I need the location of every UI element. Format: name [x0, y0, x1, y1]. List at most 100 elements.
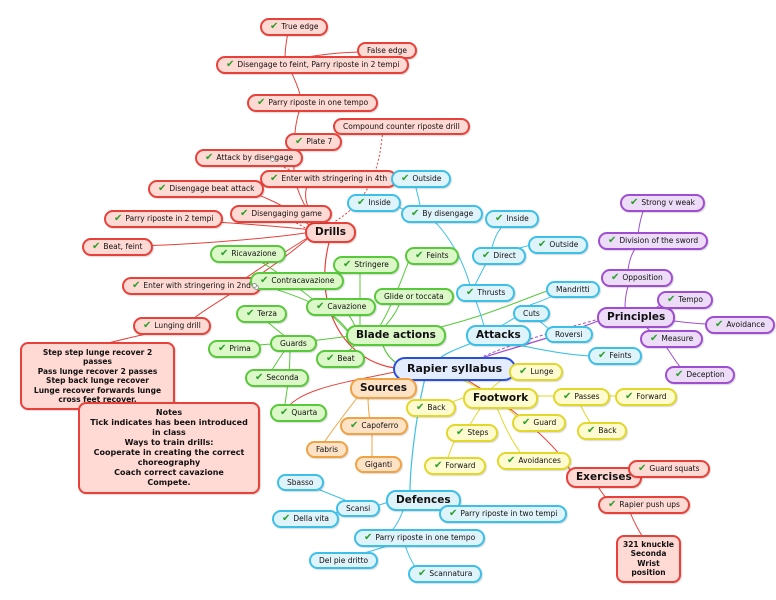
drill-lunging[interactable]: ✔Lunging drill [133, 317, 211, 335]
attack-roversi[interactable]: Roversi [545, 326, 593, 344]
check-icon: ✔ [260, 275, 269, 286]
principle-strong-weak[interactable]: ✔Strong v weak [620, 194, 706, 212]
blade-glide[interactable]: Glide or toccata [374, 288, 454, 306]
attack-inside[interactable]: ✔Inside [485, 210, 539, 228]
check-icon: ✔ [650, 333, 659, 344]
footwork-passes[interactable]: ✔Passes [553, 388, 610, 406]
drill-attack-disengage[interactable]: ✔Attack by disengage [195, 149, 304, 167]
check-icon: ✔ [608, 499, 617, 510]
principle-deception[interactable]: ✔Deception [665, 366, 735, 384]
drills-node[interactable]: Drills [305, 222, 356, 244]
attack-thrusts[interactable]: ✔Thrusts [456, 284, 516, 302]
drill-disengage-beat[interactable]: ✔Disengage beat attack [148, 180, 265, 198]
principle-division[interactable]: ✔Division of the sword [598, 232, 709, 250]
check-icon: ✔ [270, 173, 279, 184]
drill-stringering-2nd[interactable]: ✔Enter with stringering in 2nd [122, 277, 261, 295]
defence-parry-one[interactable]: ✔Parry riposte in one tempo [354, 529, 486, 547]
check-icon: ✔ [411, 208, 420, 219]
check-icon: ✔ [220, 248, 229, 259]
guards-node[interactable]: Guards [270, 335, 317, 353]
drill-stringering-4th[interactable]: ✔Enter with stringering in 4th [260, 170, 398, 188]
footwork-steps[interactable]: ✔Steps [446, 424, 499, 442]
guard-terza[interactable]: ✔Terza [236, 305, 287, 323]
drill-disengaging-game[interactable]: ✔Disengaging game [230, 205, 332, 223]
check-icon: ✔ [538, 239, 547, 250]
check-icon: ✔ [295, 136, 304, 147]
check-icon: ✔ [350, 420, 359, 431]
drill-parry-riposte-2[interactable]: ✔Parry riposte in 2 tempi [104, 210, 224, 228]
drill-true-edge[interactable]: ✔True edge [260, 18, 329, 36]
blade-ricavazione[interactable]: ✔Ricavazione [210, 245, 287, 263]
drill-beat-feint[interactable]: ✔Beat, feint [82, 238, 153, 256]
footwork-forward-right[interactable]: ✔Forward [615, 388, 677, 406]
check-icon: ✔ [495, 213, 504, 224]
footwork-guard[interactable]: ✔Guard [512, 414, 567, 432]
blade-cavazione[interactable]: ✔Cavazione [306, 298, 377, 316]
guard-prima[interactable]: ✔Prima [208, 340, 261, 358]
principle-opposition[interactable]: ✔Opposition [601, 269, 673, 287]
attack-by-disengage[interactable]: ✔By disengage [401, 205, 484, 223]
source-giganti[interactable]: Giganti [355, 456, 403, 474]
exercises-node[interactable]: Exercises [566, 467, 642, 489]
check-icon: ✔ [598, 350, 607, 361]
check-icon: ✔ [401, 173, 410, 184]
check-icon: ✔ [675, 369, 684, 380]
footwork-lunge[interactable]: ✔Lunge [509, 363, 564, 381]
check-icon: ✔ [466, 287, 475, 298]
drill-parry-riposte-one[interactable]: ✔Parry riposte in one tempo [247, 94, 379, 112]
footwork-node[interactable]: Footwork [463, 388, 539, 410]
check-icon: ✔ [608, 235, 617, 246]
footwork-back-right[interactable]: ✔Back [577, 422, 627, 440]
check-icon: ✔ [715, 319, 724, 330]
blade-beat[interactable]: ✔Beat [316, 350, 365, 368]
check-icon: ✔ [132, 280, 141, 291]
check-icon: ✔ [416, 402, 425, 413]
attack-direct[interactable]: ✔Direct [472, 247, 526, 265]
defence-scansi[interactable]: Scansi [336, 500, 381, 518]
footwork-back-left[interactable]: ✔Back [406, 399, 456, 417]
drill-compound-counter[interactable]: Compound counter riposte drill [333, 118, 470, 136]
defence-del-pie[interactable]: Del pie dritto [309, 552, 379, 570]
principle-avoidance[interactable]: ✔Avoidance [705, 316, 776, 334]
principle-measure[interactable]: ✔Measure [640, 330, 704, 348]
sources-node[interactable]: Sources [350, 378, 418, 400]
footwork-forward-left[interactable]: ✔Forward [424, 457, 486, 475]
drill-disengage-feint[interactable]: ✔Disengage to feint, Parry riposte in 2 … [216, 56, 410, 74]
drill-plate-7[interactable]: ✔Plate 7 [285, 133, 343, 151]
attack-feints[interactable]: ✔Feints [588, 347, 642, 365]
blade-stringere[interactable]: ✔Stringere [333, 256, 399, 274]
principles-node[interactable]: Principles [597, 307, 676, 329]
principle-tempo[interactable]: ✔Tempo [657, 291, 713, 309]
check-icon: ✔ [226, 59, 235, 70]
blade-contracavazione[interactable]: ✔Contracavazione [250, 272, 345, 290]
exercise-push-ups[interactable]: ✔Rapier push ups [598, 496, 690, 514]
check-icon: ✔ [638, 463, 647, 474]
guard-quarta[interactable]: ✔Quarta [270, 404, 328, 422]
check-icon: ✔ [418, 568, 427, 579]
check-icon: ✔ [270, 21, 279, 32]
center-node[interactable]: Rapier syllabus [393, 357, 517, 381]
footwork-avoidances[interactable]: ✔Avoidances [497, 452, 571, 470]
source-capoferro[interactable]: ✔Capoferro [340, 417, 409, 435]
check-icon: ✔ [507, 455, 516, 466]
defence-parry-two[interactable]: ✔Parry riposte in two tempi [439, 505, 568, 523]
defence-della-vita[interactable]: ✔Della vita [272, 510, 339, 528]
defence-scannatura[interactable]: ✔Scannatura [408, 565, 483, 583]
check-icon: ✔ [218, 343, 227, 354]
attack-outside-top[interactable]: ✔Outside [391, 170, 452, 188]
check-icon: ✔ [630, 197, 639, 208]
attack-cuts[interactable]: Cuts [513, 305, 550, 323]
check-icon: ✔ [449, 508, 458, 519]
blade-feints[interactable]: ✔Feints [405, 247, 459, 265]
attacks-node[interactable]: Attacks [466, 325, 531, 347]
defence-sbasso[interactable]: Sbasso [277, 474, 324, 492]
attack-mandritti[interactable]: Mandritti [546, 281, 600, 299]
check-icon: ✔ [587, 425, 596, 436]
attack-outside[interactable]: ✔Outside [528, 236, 589, 254]
blade-actions-node[interactable]: Blade actions [346, 325, 446, 347]
attack-inside-top[interactable]: ✔Inside [347, 194, 401, 212]
guard-seconda[interactable]: ✔Seconda [245, 369, 309, 387]
source-fabris[interactable]: Fabris [306, 441, 349, 459]
exercise-guard-squats[interactable]: ✔Guard squats [628, 460, 710, 478]
